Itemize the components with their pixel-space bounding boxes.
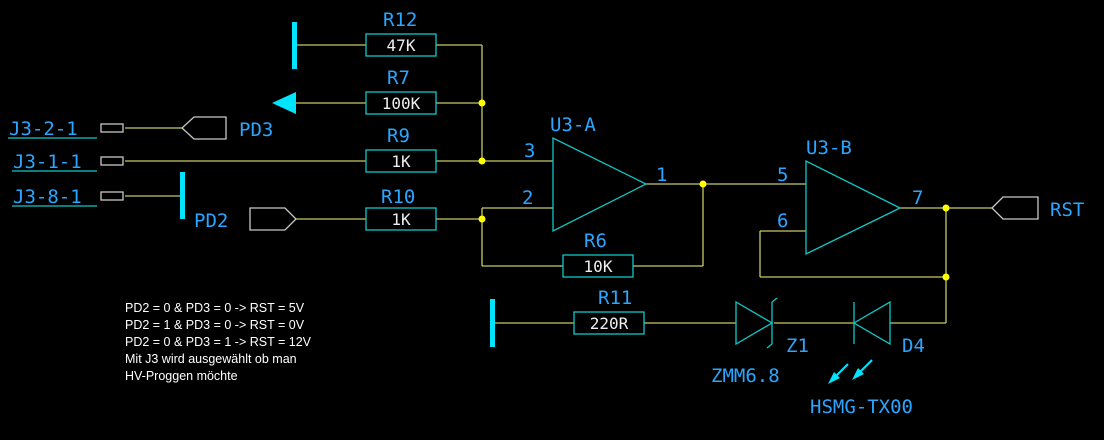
resistor-r6[interactable]: R6 10K: [562, 230, 634, 278]
resistor-ref: R7: [387, 67, 410, 89]
note-line: PD2 = 1 & PD3 = 0 -> RST = 0V: [125, 318, 305, 332]
truth-table-note: PD2 = 0 & PD3 = 0 -> RST = 5V PD2 = 1 & …: [125, 300, 311, 385]
resistor-r9[interactable]: R9 1K: [365, 125, 437, 173]
junction-dot: [942, 204, 950, 212]
diode-ref: Z1: [786, 335, 809, 357]
opamp-ref: U3-B: [806, 137, 852, 159]
r11-supply-bar-icon: [490, 299, 495, 347]
resistor-ref: R11: [598, 287, 632, 309]
note-line: HV-Proggen möchte: [125, 369, 238, 383]
connector-j3-8-1[interactable]: J3-8-1: [12, 186, 124, 208]
wires: [125, 44, 992, 324]
opamp-u3-b[interactable]: U3-B 5 6 7: [777, 137, 923, 256]
resistor-ref: R9: [387, 125, 410, 147]
zener-diode-z1[interactable]: Z1 ZMM6.8: [711, 297, 809, 387]
resistor-value: 220R: [590, 314, 629, 333]
opamp-u3-a[interactable]: U3-A 3 2 1: [522, 114, 667, 233]
led-d4[interactable]: D4 HSMG-TX00: [810, 300, 925, 418]
resistor-value: 1K: [391, 210, 411, 229]
note-line: Mit J3 wird ausgewählt ob man: [125, 352, 297, 366]
resistor-value: 10K: [584, 257, 613, 276]
opamp-ref: U3-A: [550, 114, 596, 136]
port-label: PD3: [239, 119, 273, 141]
resistor-ref: R10: [381, 186, 415, 208]
pin-number: 2: [522, 187, 533, 209]
diode-value: ZMM6.8: [711, 365, 780, 387]
resistor-r11[interactable]: R11 220R: [573, 287, 645, 335]
diode-ref: D4: [902, 335, 925, 357]
note-line: PD2 = 0 & PD3 = 0 -> RST = 5V: [125, 301, 305, 315]
pin-number: 5: [777, 164, 788, 186]
junction-dot: [699, 180, 707, 188]
pin-number: 7: [912, 187, 923, 209]
resistor-value: 47K: [387, 36, 416, 55]
diode-value: HSMG-TX00: [810, 396, 913, 418]
junction-dot: [478, 215, 486, 223]
port-label: RST: [1050, 199, 1084, 221]
junctions: [478, 99, 950, 281]
connector-j3-1-1[interactable]: J3-1-1: [12, 151, 124, 173]
connector-label: J3-1-1: [13, 151, 82, 173]
port-pd3[interactable]: PD3: [181, 116, 273, 141]
resistor-r10[interactable]: R10 1K: [365, 186, 437, 231]
resistor-r7[interactable]: R7 100K: [365, 67, 437, 115]
junction-dot: [942, 273, 950, 281]
r7-supply-arrow-icon: [272, 92, 296, 114]
junction-dot: [478, 157, 486, 165]
connector-label: J3-2-1: [9, 118, 78, 140]
pin-number: 1: [656, 164, 667, 186]
resistor-ref: R6: [584, 230, 607, 252]
note-line: PD2 = 0 & PD3 = 1 -> RST = 12V: [125, 335, 311, 349]
port-rst[interactable]: RST: [991, 196, 1084, 221]
resistor-value: 100K: [382, 94, 421, 113]
resistor-r12[interactable]: R12 47K: [365, 9, 437, 57]
connector-j3-2-1[interactable]: J3-2-1: [8, 118, 124, 140]
resistor-value: 1K: [391, 152, 411, 171]
resistor-ref: R12: [383, 9, 417, 31]
junction-dot: [478, 99, 486, 107]
port-label: PD2: [194, 210, 228, 232]
connector-label: J3-8-1: [13, 186, 82, 208]
port-pd2[interactable]: PD2: [194, 207, 297, 232]
pin-number: 6: [777, 210, 788, 232]
j3-8-supply-bar-icon: [180, 172, 185, 219]
r12-supply-bar-icon: [292, 22, 297, 69]
pin-number: 3: [524, 140, 535, 162]
light-emission-arrows-icon: [828, 359, 873, 384]
